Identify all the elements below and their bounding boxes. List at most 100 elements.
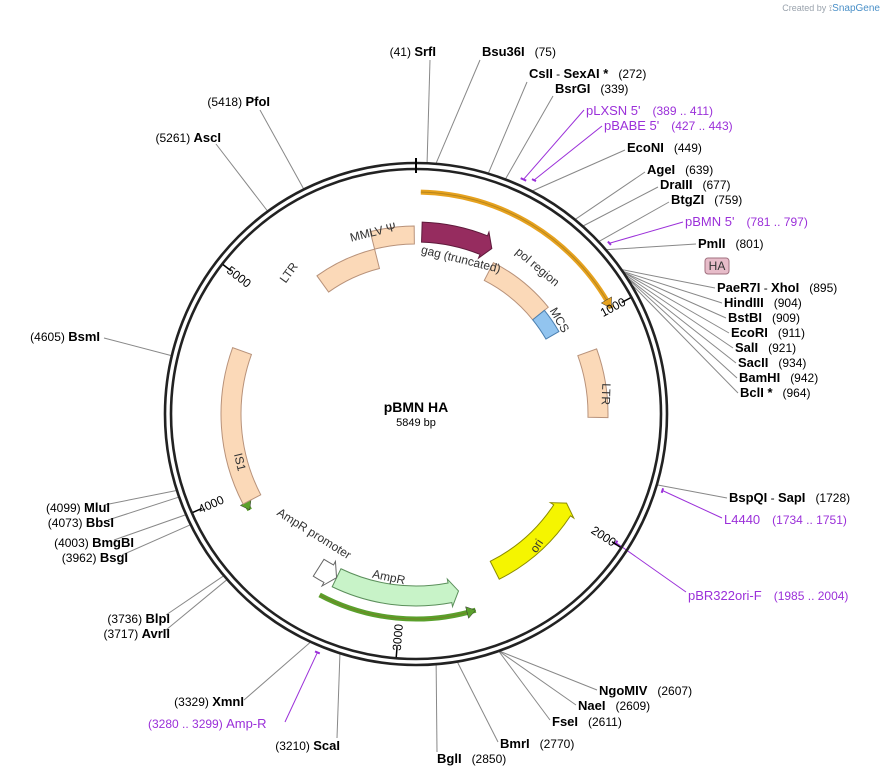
leader-line: [624, 272, 730, 334]
enzyme-label: BmrI(2770): [500, 736, 574, 751]
primer-mark: [613, 540, 619, 546]
leader-line: [435, 665, 438, 753]
leader-line: [113, 514, 186, 541]
enzyme-label: BspQI - SapI(1728): [729, 490, 850, 505]
leader-line: [622, 269, 716, 289]
primer-range: (1734 .. 1751): [772, 513, 847, 527]
tick-label: 3000: [390, 623, 406, 651]
leader-line: [575, 171, 646, 220]
primer-leader: [284, 652, 318, 723]
enzyme-name: AscI: [194, 130, 221, 145]
primer-range: (781 .. 797): [746, 215, 807, 229]
enzyme-name: BclI *: [740, 385, 773, 400]
enzyme-label: (3329) XmnI: [174, 694, 244, 709]
primer-label: pBMN 5'(781 .. 797): [685, 214, 808, 229]
primer-leader: [662, 490, 723, 519]
enzyme-position: (639): [685, 163, 713, 177]
is1-label: IS1: [231, 452, 249, 473]
enzyme-label: BamHI(942): [739, 370, 818, 385]
ori-label: ori: [527, 536, 546, 555]
enzyme-name: PfoI: [245, 94, 270, 109]
enzyme-label: BclI *(964): [740, 385, 811, 400]
leader-line: [626, 275, 734, 349]
enzyme-name: BbsI: [86, 515, 114, 530]
enzyme-name: SrfI: [414, 44, 436, 59]
enzyme-position: (2611): [588, 715, 622, 729]
enzyme-position: (1728): [815, 491, 850, 505]
leader-line: [426, 59, 431, 163]
primer-name: Amp-R: [226, 716, 266, 731]
enzyme-label: CsII - SexAI *(272): [529, 66, 646, 81]
enzyme-label: (3962) BsgI: [62, 550, 128, 565]
primer-label: (3280 .. 3299) Amp-R: [148, 716, 267, 731]
enzyme-position: (904): [774, 296, 802, 310]
tick-mark: [621, 297, 631, 304]
ltr-left-feature: [316, 248, 381, 293]
enzyme-name: BamHI: [739, 370, 780, 385]
tick-label: 1000: [598, 295, 628, 320]
enzyme-label: HindIII (904): [724, 295, 802, 310]
primer-range: (389 .. 411): [653, 104, 713, 118]
enzyme-name: BglI: [437, 751, 462, 766]
enzyme-name: AvrII: [142, 626, 170, 641]
enzyme-name: EcoNI: [627, 140, 664, 155]
enzyme-label: (4073) BbsI: [48, 515, 114, 530]
enzyme-position: (2607): [657, 684, 692, 698]
primer-label: pLXSN 5'(389 .. 411): [586, 103, 713, 118]
enzyme-separator: -: [760, 281, 771, 295]
enzyme-name: NaeI: [578, 698, 605, 713]
enzyme-name: NgoMIV: [599, 683, 648, 698]
enzyme-name-2: XhoI: [771, 280, 799, 295]
orf-gag-edge: [420, 191, 612, 309]
leader-line: [103, 490, 177, 506]
leader-line: [215, 143, 268, 211]
enzyme-separator: -: [767, 491, 778, 505]
mcs-feature: [532, 309, 560, 340]
enzyme-label: NaeI(2609): [578, 698, 650, 713]
enzyme-label: PaeR7I - XhoI(895): [717, 280, 837, 295]
orf-ampr-edge: [319, 594, 476, 620]
enzyme-position: (3329): [174, 695, 212, 709]
enzyme-name: BmrI: [500, 736, 530, 751]
enzyme-position: (449): [674, 141, 702, 155]
enzyme-name: HindIII: [724, 295, 764, 310]
enzyme-label: (5261) AscI: [156, 130, 222, 145]
leader-line: [165, 579, 227, 631]
primer-label: pBR322ori-F(1985 .. 2004): [688, 588, 848, 603]
leader-line: [243, 642, 311, 701]
enzyme-position: (3962): [62, 551, 100, 565]
tick-mark: [222, 264, 232, 272]
primer-mark: [520, 177, 527, 182]
enzyme-name: BsgI: [100, 550, 128, 565]
enzyme-name: BstBI: [728, 310, 762, 325]
leader-line: [336, 654, 341, 739]
enzyme-name: SalI: [735, 340, 758, 355]
enzyme-position: (5261): [156, 131, 194, 145]
enzyme-name: CsII: [529, 66, 553, 81]
enzyme-position: (801): [735, 237, 763, 251]
ampr-promoter-feature: [312, 558, 338, 588]
ltr-right-feature: [577, 348, 609, 419]
primer-label: pBABE 5'(427 .. 443): [604, 118, 733, 133]
enzyme-name: AgeI: [647, 162, 675, 177]
plasmid-length: 5849 bp: [396, 417, 436, 429]
leader-line: [623, 271, 723, 304]
orf-gag-head: [600, 296, 612, 309]
enzyme-label: (4003) BmgBI: [54, 535, 134, 550]
leader-line: [532, 149, 626, 192]
primer-leader: [523, 109, 585, 180]
ha-tag-box: [704, 257, 730, 275]
ha-tag-label: HA: [709, 259, 726, 273]
primer-mark: [531, 178, 537, 182]
leader-line: [498, 651, 551, 721]
primer-leader: [533, 125, 603, 181]
enzyme-name: BtgZI: [671, 192, 704, 207]
enzyme-name: EcoRI: [731, 325, 768, 340]
primer-label: L4440(1734 .. 1751): [724, 512, 847, 527]
tick-label: 4000: [196, 493, 226, 517]
ampr-promoter-label: AmpR promoter: [274, 505, 353, 562]
enzyme-position: (41): [390, 45, 415, 59]
label-leader-lines: [103, 59, 739, 753]
leader-line: [500, 651, 598, 691]
plasmid-name: pBMN HA: [384, 399, 449, 415]
